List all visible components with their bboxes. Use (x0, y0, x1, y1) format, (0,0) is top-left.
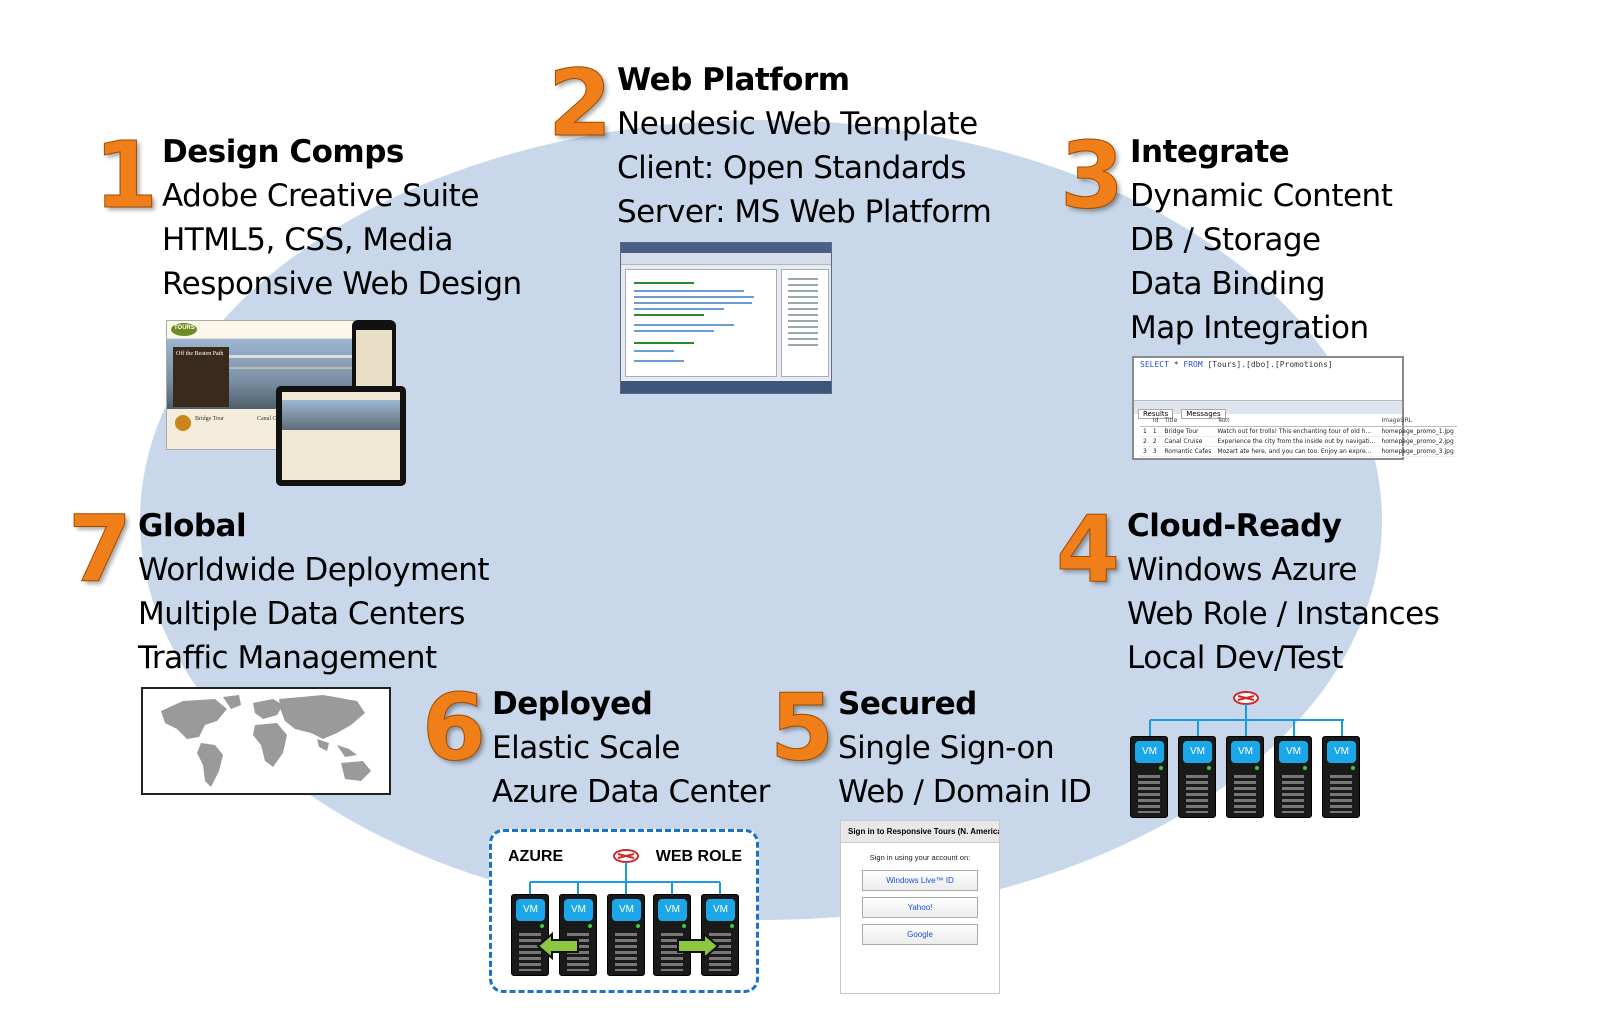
tours-logo: TOURS (171, 323, 197, 336)
step-title: Global (138, 508, 247, 544)
load-balancer-connections (1149, 691, 1344, 736)
vm-server: VM (1274, 736, 1312, 818)
step-number: 3 (1059, 122, 1125, 229)
desktop-view: TOURS Off the Beaten Path Bridge Tour Ca… (166, 320, 367, 450)
scale-out-arrow-icon (677, 932, 720, 960)
sign-in-prompt: Sign in using your account on: (869, 853, 971, 862)
vm-server: VM (1322, 736, 1360, 818)
vm-server: VM (1226, 736, 1264, 818)
step-line: Map Integration (1130, 310, 1369, 346)
step-line: Multiple Data Centers (138, 596, 465, 632)
step-line: HTML5, CSS, Media (162, 222, 454, 258)
step-title: Web Platform (617, 62, 850, 98)
step-line: Web / Domain ID (838, 774, 1092, 810)
step-number: 6 (421, 674, 487, 781)
step-line: Worldwide Deployment (138, 552, 490, 588)
cloud-server-cluster: VM VM VM VM VM (1130, 690, 1370, 820)
step-line: Azure Data Center (492, 774, 770, 810)
step-number: 7 (67, 496, 133, 603)
scale-in-arrow-icon (536, 932, 579, 960)
step-line: Single Sign-on (838, 730, 1055, 766)
code-editor (625, 269, 777, 377)
sql-query-screenshot: SELECT * FROM [Tours].[dbo].[Promotions]… (1132, 356, 1457, 460)
step-line: Traffic Management (138, 640, 437, 676)
step-line: DB / Storage (1130, 222, 1321, 258)
bridge-image (207, 355, 357, 369)
step-title: Integrate (1130, 134, 1290, 170)
step-number: 4 (1055, 496, 1121, 603)
step-title: Deployed (492, 686, 653, 722)
step-number: 5 (769, 674, 835, 781)
card-label: Bridge Tour (195, 416, 224, 422)
step-line: Dynamic Content (1130, 178, 1393, 214)
web-role-label: WEB ROLE (655, 848, 742, 865)
azure-label: AZURE (508, 848, 564, 865)
sign-in-panel: Sign in to Responsive Tours (N. America)… (840, 820, 1000, 994)
world-map-icon (161, 695, 371, 787)
step-number: 2 (547, 50, 613, 157)
vm-server: VM (1130, 736, 1168, 818)
sign-in-title: Sign in to Responsive Tours (N. America) (841, 821, 999, 843)
hero-card: Off the Beaten Path (173, 347, 229, 407)
google-button[interactable]: Google (862, 924, 978, 945)
step-line: Data Binding (1130, 266, 1326, 302)
azure-web-role-box: AZURE WEB ROLE VM VM VM VM VM (489, 829, 759, 993)
step-line: Responsive Web Design (162, 266, 522, 302)
responsive-site-screenshot: TOURS Off the Beaten Path Bridge Tour Ca… (166, 320, 406, 490)
card-label: Canal Cr (257, 416, 279, 422)
step-title: Secured (838, 686, 977, 722)
step-number: 1 (93, 122, 159, 229)
vm-server: VM (701, 894, 739, 976)
step-line: Local Dev/Test (1127, 640, 1343, 676)
sql-query: SELECT * FROM [Tours].[dbo].[Promotions] (1140, 360, 1333, 369)
solution-explorer (781, 269, 829, 377)
vm-server: VM (511, 894, 549, 976)
step-line: Adobe Creative Suite (162, 178, 479, 214)
windows-live-button[interactable]: Windows Live™ ID (862, 870, 978, 891)
step-title: Design Comps (162, 134, 404, 170)
tablet-view (276, 386, 406, 486)
vm-server: VM (1178, 736, 1216, 818)
step-line: Client: Open Standards (617, 150, 966, 186)
step-line: Neudesic Web Template (617, 106, 978, 142)
step-line: Windows Azure (1127, 552, 1358, 588)
step-line: Web Role / Instances (1127, 596, 1440, 632)
yahoo-button[interactable]: Yahoo! (862, 897, 978, 918)
vm-server: VM (559, 894, 597, 976)
visual-studio-screenshot (620, 242, 832, 394)
vm-server: VM (607, 894, 645, 976)
step-line: Server: MS Web Platform (617, 194, 992, 230)
world-map (141, 687, 391, 795)
step-title: Cloud-Ready (1127, 508, 1342, 544)
load-balancer-connections (529, 849, 721, 896)
step-line: Elastic Scale (492, 730, 680, 766)
